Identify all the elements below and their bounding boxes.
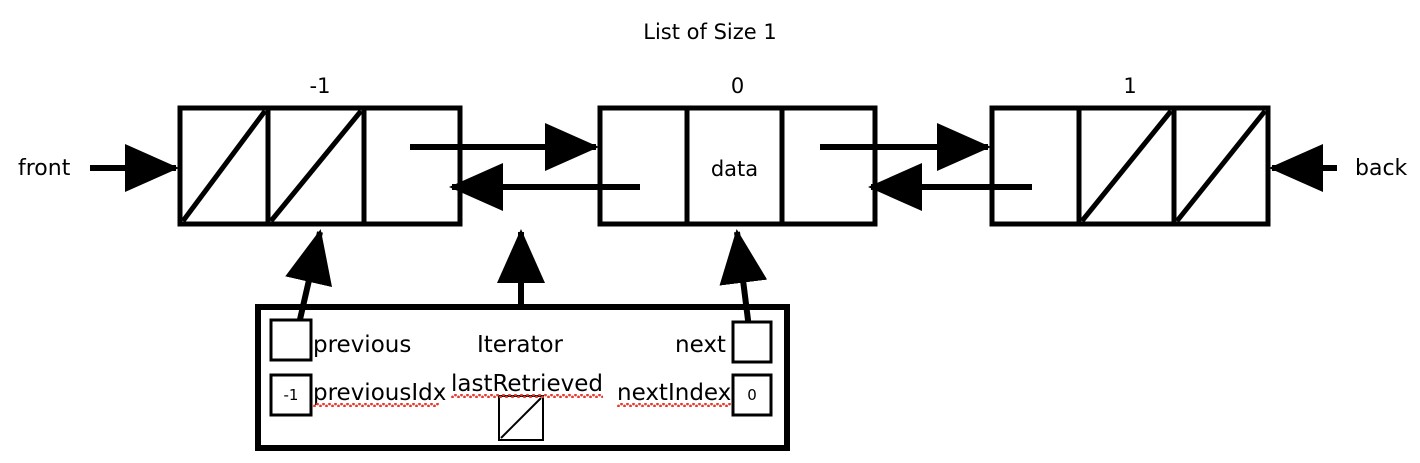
iterator-next-slot [731, 320, 773, 364]
node-index-label-2: 1 [1123, 74, 1137, 98]
null-slash-icon [1175, 109, 1267, 223]
node-box-0 [177, 105, 463, 227]
iterator-previous-label: previous [313, 332, 412, 358]
iterator-box [255, 304, 790, 451]
iterator-next-label: next [675, 332, 726, 358]
node-data-cell-1: data [710, 157, 759, 181]
node-box-2 [989, 105, 1271, 227]
null-slash-icon [1080, 109, 1173, 223]
null-slash-icon [500, 397, 542, 439]
null-slash-icon [180, 109, 268, 223]
iterator-last-retrieved-slot [498, 395, 544, 441]
iterator-next-index-label: nextIndex [617, 380, 732, 406]
front-label: front [18, 156, 71, 181]
node-index-label-0: -1 [309, 74, 331, 98]
iterator-title: Iterator [476, 332, 564, 358]
iterator-next-index-value: 0 [747, 386, 757, 404]
iterator-next-index-slot [731, 373, 773, 417]
page-title: List of Size 1 [643, 20, 777, 44]
node-box-1 [597, 105, 878, 227]
iterator-last-retrieved-label: lastRetrieved [451, 371, 603, 397]
iterator-previous-idx-value: -1 [283, 386, 299, 404]
node-index-label-1: 0 [730, 74, 745, 98]
iterator-previous-idx-slot [269, 373, 313, 417]
iterator-previous-slot [269, 318, 313, 362]
back-label: back [1355, 156, 1408, 181]
iterator-previous-idx-label: previousIdx [313, 380, 447, 406]
null-slash-icon [269, 109, 363, 223]
